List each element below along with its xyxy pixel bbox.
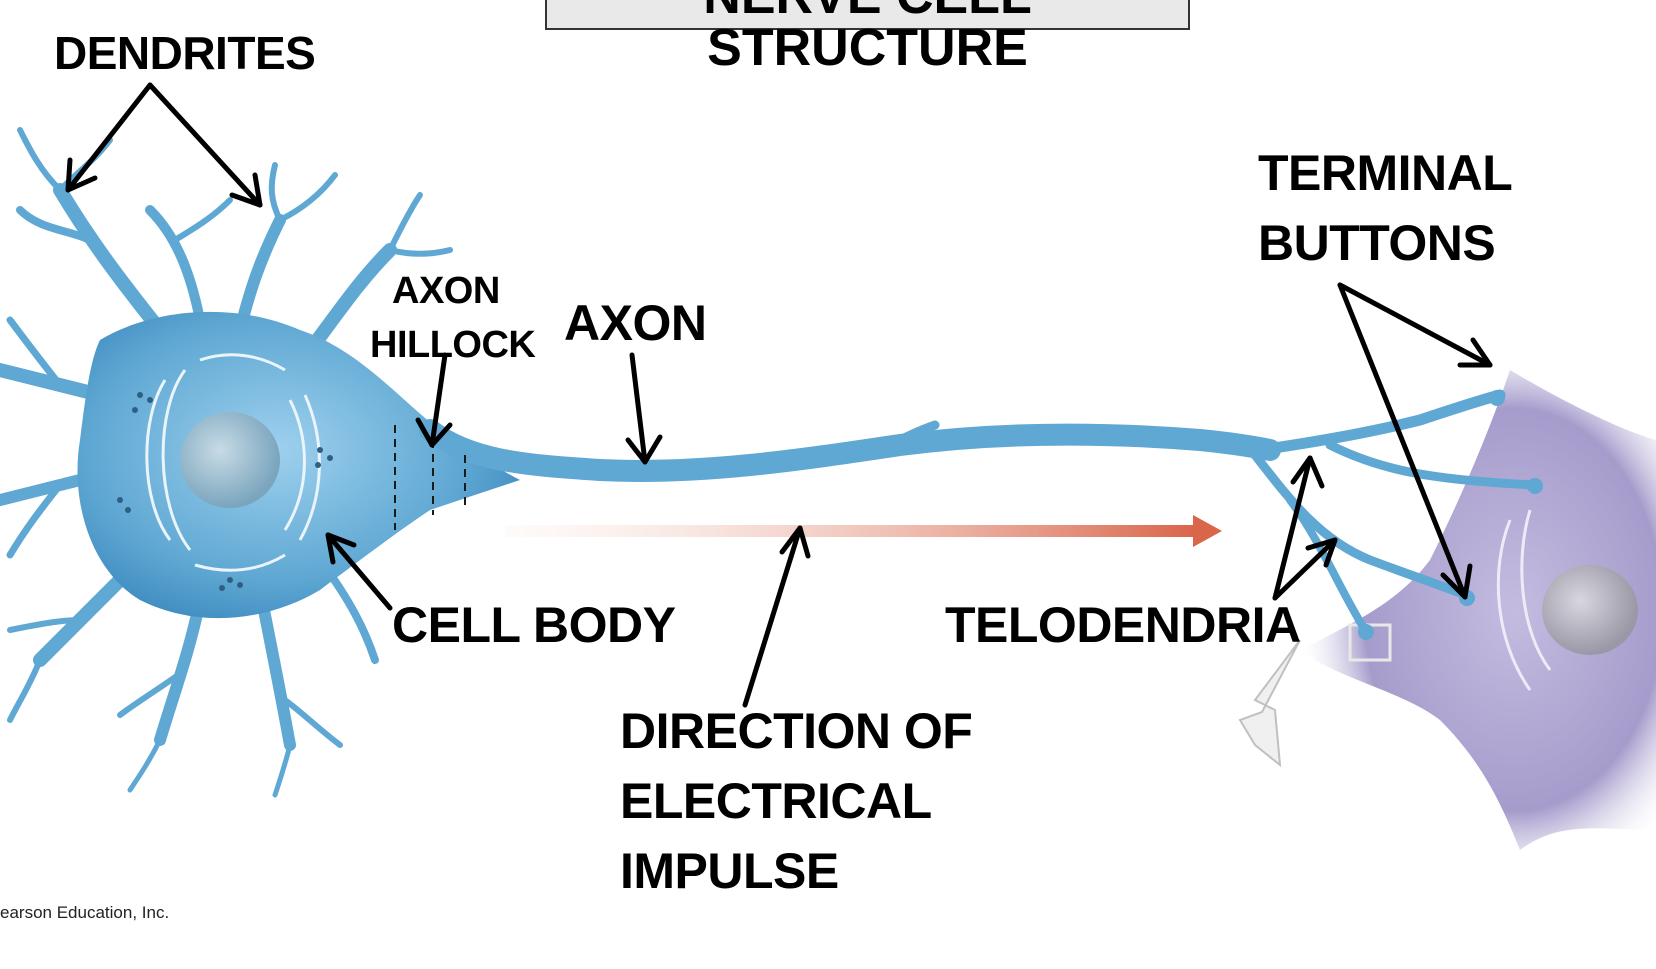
zoom-box xyxy=(1348,623,1392,662)
pointer-arrows xyxy=(65,82,1493,708)
label-direction-1: DIRECTION OF xyxy=(620,703,973,759)
nissl-bodies xyxy=(117,392,333,591)
axon-shape xyxy=(394,419,1281,530)
soma xyxy=(77,311,520,619)
target-cell-body xyxy=(1300,370,1656,850)
target-er-2 xyxy=(1520,509,1552,671)
label-axon-hillock-1: AXON xyxy=(392,270,500,312)
zoom-arrow xyxy=(1238,639,1301,768)
target-er xyxy=(1496,519,1532,691)
label-direction-2: ELECTRICAL xyxy=(620,773,932,829)
label-dendrites: DENDRITES xyxy=(54,27,316,79)
label-axon-hillock-2: HILLOCK xyxy=(370,324,536,366)
label-cell-body: CELL BODY xyxy=(392,597,676,653)
label-terminal-buttons-1: TERMINAL xyxy=(1258,145,1513,201)
telodendria-shape xyxy=(1250,389,1540,634)
copyright-credit: earson Education, Inc. xyxy=(0,903,170,922)
title-box: NERVE CELL STRUCTURE xyxy=(545,0,1190,74)
label-terminal-buttons-2: BUTTONS xyxy=(1258,215,1496,271)
axon-collateral xyxy=(875,420,940,455)
label-direction-3: IMPULSE xyxy=(620,843,839,899)
axon-hillock-marks xyxy=(394,425,466,530)
impulse-arrow xyxy=(505,515,1222,547)
nucleus xyxy=(180,412,280,508)
label-axon: AXON xyxy=(564,295,707,351)
label-telodendria: TELODENDRIA xyxy=(945,597,1301,653)
target-nucleus xyxy=(1542,565,1638,655)
cell-body-shape xyxy=(77,311,520,619)
page-title: NERVE CELL STRUCTURE xyxy=(703,0,1031,77)
target-cell xyxy=(1238,370,1656,850)
